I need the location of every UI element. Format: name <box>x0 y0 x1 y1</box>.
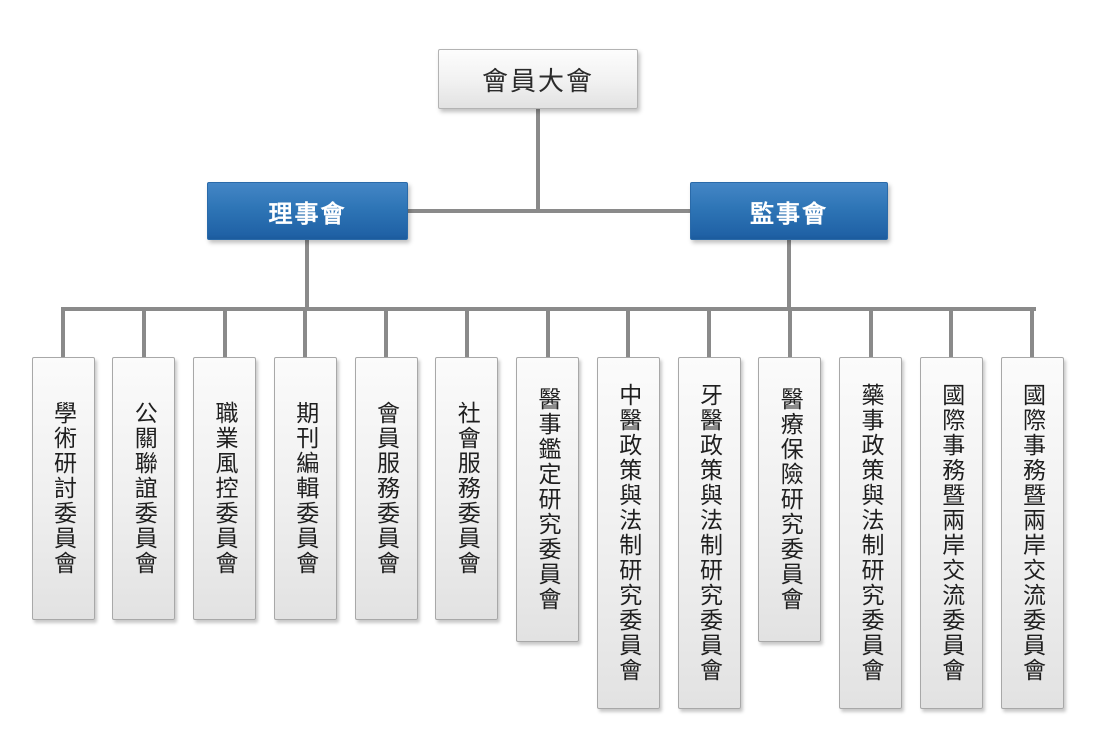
connector-line <box>707 311 711 357</box>
org-node-committee[interactable]: 學術研討委員會 <box>31 357 95 620</box>
connector-line <box>61 311 65 357</box>
connector-line <box>61 307 1036 311</box>
org-node-committee[interactable]: 牙醫政策與法制研究委員會 <box>677 357 741 709</box>
connector-line <box>949 311 954 357</box>
connector-line <box>868 311 873 357</box>
org-node-label: 學術研討委員會 <box>50 401 77 576</box>
connector-line <box>303 311 308 357</box>
org-node-committee[interactable]: 期刊編輯委員會 <box>273 357 337 620</box>
org-node-general-assembly[interactable]: 會員大會 <box>438 49 638 109</box>
connector-line <box>407 209 691 213</box>
org-node-label: 醫事鑑定研究委員會 <box>535 387 561 612</box>
connector-line <box>536 109 540 213</box>
org-node-committee[interactable]: 醫事鑑定研究委員會 <box>516 357 579 642</box>
connector-line <box>222 311 227 357</box>
org-node-label: 醫療保險研究委員會 <box>777 387 804 612</box>
org-node-committee[interactable]: 國際事務暨兩岸交流委員會 <box>919 357 983 709</box>
org-node-board-of-supervisors[interactable]: 監事會 <box>690 182 888 240</box>
org-node-label: 監事會 <box>750 200 828 228</box>
org-node-label: 期刊編輯委員會 <box>292 401 319 576</box>
connector-line <box>545 311 550 357</box>
org-node-committee[interactable]: 會員服務委員會 <box>354 357 418 620</box>
connector-line <box>1030 311 1034 357</box>
connector-line <box>626 311 631 357</box>
org-node-label: 藥事政策與法制研究委員會 <box>858 383 884 683</box>
org-node-label: 會員服務委員會 <box>373 401 400 576</box>
org-node-label: 牙醫政策與法制研究委員會 <box>696 383 723 683</box>
org-node-label: 社會服務委員會 <box>454 401 481 576</box>
connector-line <box>141 311 146 357</box>
org-node-label: 國際事務暨兩岸交流委員會 <box>1019 383 1046 683</box>
org-node-label: 中醫政策與法制研究委員會 <box>615 383 642 683</box>
org-node-label: 公關聯誼委員會 <box>131 401 158 576</box>
connector-line <box>787 240 791 311</box>
connector-line <box>787 311 792 357</box>
org-node-committee[interactable]: 公關聯誼委員會 <box>112 357 176 620</box>
connector-line <box>305 240 309 311</box>
org-node-committee[interactable]: 中醫政策與法制研究委員會 <box>596 357 660 709</box>
org-node-committee[interactable]: 醫療保險研究委員會 <box>758 357 822 642</box>
org-node-committee[interactable]: 職業風控委員會 <box>193 357 256 620</box>
org-node-committee[interactable]: 藥事政策與法制研究委員會 <box>839 357 902 709</box>
org-node-committee[interactable]: 國際事務暨兩岸交流委員會 <box>1000 357 1064 709</box>
org-node-committee[interactable]: 社會服務委員會 <box>435 357 499 620</box>
org-node-label: 會員大會 <box>481 65 594 96</box>
org-node-label: 職業風控委員會 <box>212 401 238 576</box>
connector-line <box>384 311 388 357</box>
org-node-label: 國際事務暨兩岸交流委員會 <box>938 383 965 683</box>
org-node-board-of-directors[interactable]: 理事會 <box>207 182 408 240</box>
connector-line <box>464 311 469 357</box>
org-node-label: 理事會 <box>268 200 347 228</box>
